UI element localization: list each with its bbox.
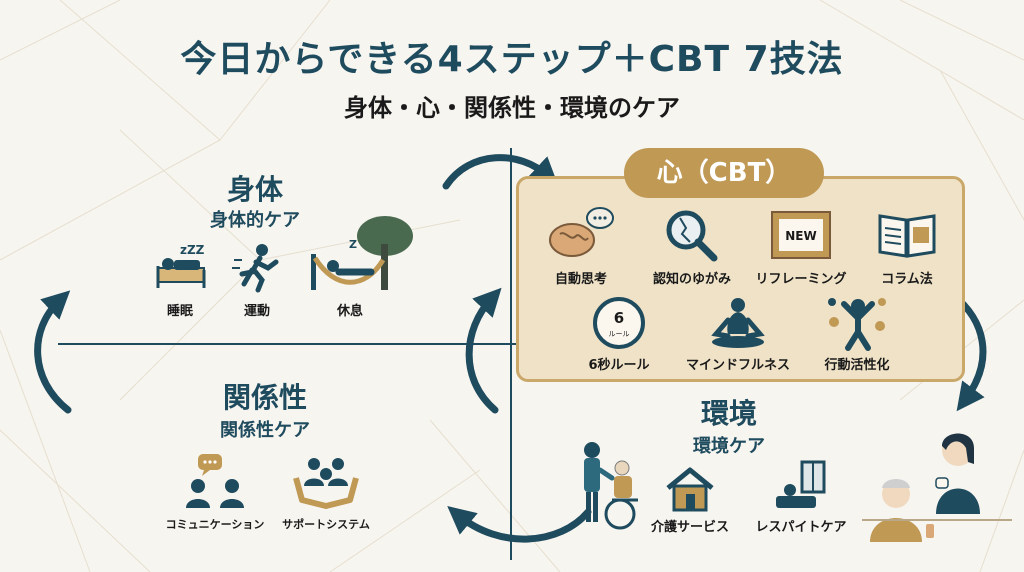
new-frame-icon: NEW	[771, 211, 831, 259]
notebook-icon	[878, 214, 936, 258]
communication-icon	[186, 454, 244, 508]
new-badge-text: NEW	[785, 229, 816, 243]
mind-item-behavioral-activation: 行動活性化	[824, 358, 890, 373]
mind-item-automatic-thoughts: 自動思考	[554, 272, 607, 287]
mind-item-column-method: コラム法	[881, 272, 933, 287]
body-subheading: 身体的ケア	[210, 210, 300, 231]
arrow-relation-to-body	[34, 290, 72, 414]
timer-caption: ルール	[609, 330, 630, 338]
sleep-icon: zZZ	[156, 243, 206, 288]
svg-text:Z: Z	[349, 238, 357, 251]
environment-item-respite-care: レスパイトケア	[755, 520, 847, 535]
relation-item-support-system: サポートシステム	[282, 518, 370, 531]
environment-item-care-services: 介護サービス	[650, 520, 729, 535]
brain-thought-icon	[549, 207, 614, 257]
arrow-center-up	[465, 287, 502, 414]
mind-item-reframing: リフレーミング	[755, 272, 847, 287]
page-subtitle: 身体・心・関係性・環境のケア	[344, 94, 680, 122]
mind-item-cognitive-distortions: 認知のゆがみ	[652, 272, 731, 287]
magnifier-crack-icon	[666, 210, 718, 262]
svg-text:zZZ: zZZ	[180, 243, 205, 257]
hammock-icon: Z	[311, 216, 413, 290]
arrow-body-to-mind	[442, 154, 559, 190]
relation-subheading: 関係性ケア	[220, 420, 310, 441]
timer-number: 6	[614, 309, 624, 327]
body-item-rest: 休息	[336, 304, 363, 319]
relation-heading: 関係性	[222, 381, 307, 414]
body-item-sleep: 睡眠	[166, 304, 193, 319]
respite-icon	[776, 460, 826, 508]
support-hands-icon	[293, 458, 359, 509]
arrow-environment-to-relation	[447, 506, 592, 543]
meditation-icon	[711, 298, 765, 348]
activation-icon	[828, 298, 886, 351]
mind-heading: 心（CBT）	[624, 148, 824, 198]
body-item-exercise: 運動	[243, 304, 270, 319]
body-heading: 身体	[226, 173, 283, 206]
mind-item-six-second-rule: 6秒ルール	[588, 358, 650, 373]
running-icon	[232, 244, 279, 293]
page-title: 今日からできる4ステップ＋CBT 7技法	[180, 39, 844, 80]
mind-item-mindfulness: マインドフルネス	[685, 358, 790, 373]
caregiver-wheelchair-illustration	[584, 442, 638, 530]
house-icon	[666, 467, 714, 512]
environment-heading: 環境	[700, 397, 757, 430]
environment-subheading: 環境ケア	[693, 436, 765, 457]
timer-icon: 6 ルール	[593, 297, 645, 349]
tea-time-illustration	[862, 433, 1012, 542]
relation-item-communication: コミュニケーション	[165, 518, 265, 531]
